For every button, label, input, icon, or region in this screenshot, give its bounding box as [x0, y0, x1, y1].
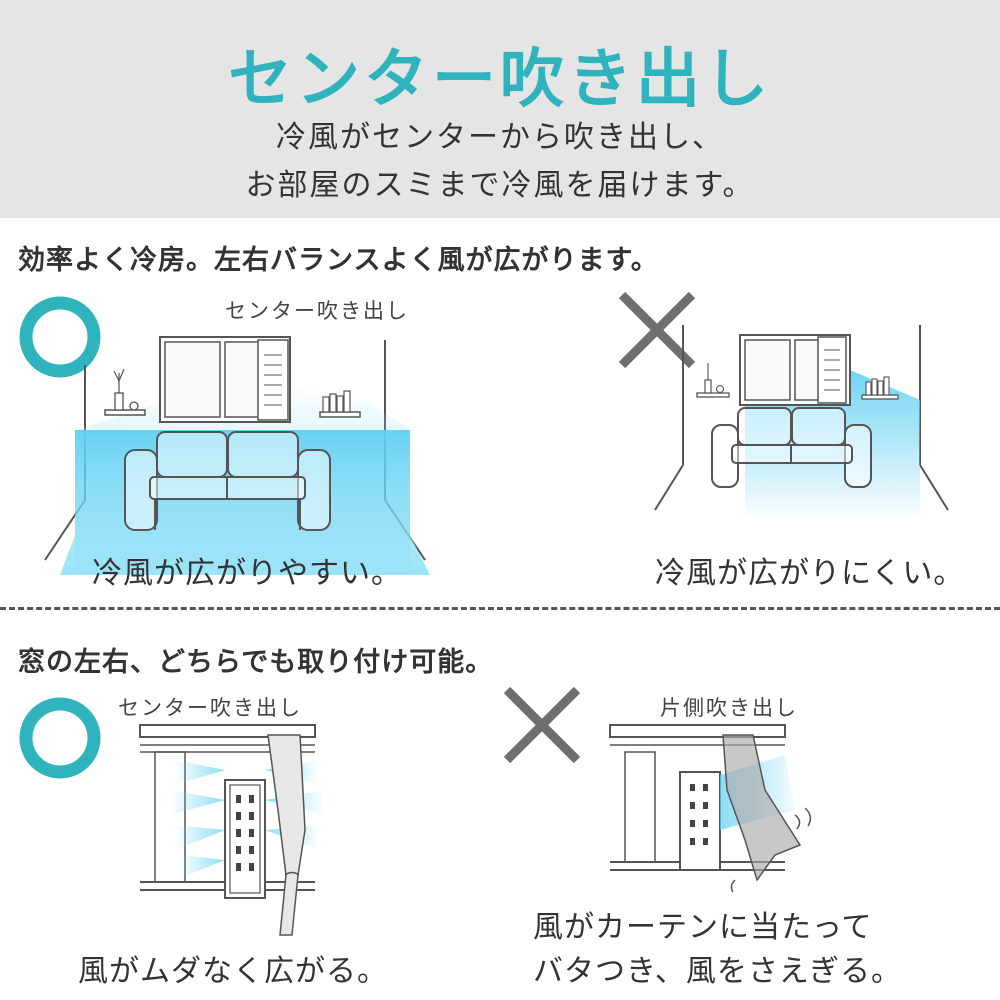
- bad-cross-icon-2: [503, 686, 581, 764]
- section2-good-illustration: [19, 697, 325, 936]
- bad-cross-icon: [618, 291, 696, 369]
- section2-good-caption: 風がムダなく広がる。: [78, 954, 388, 989]
- section1-good-illustration: [19, 296, 430, 575]
- section2-bad-caption-line-1: 風がカーテンに当たって: [533, 910, 873, 945]
- subtitle-line-1: 冷風がセンターから吹き出し、: [276, 120, 724, 155]
- section2-bad-illustration: [503, 686, 812, 893]
- section1-bad-caption: 冷風が広がりにくい。: [655, 556, 965, 591]
- section1-good-label: センター吹き出し: [225, 299, 409, 323]
- section2-bad-caption-line-2: バタつき、風をさえぎる。: [533, 954, 902, 989]
- page-title: センター吹き出し: [228, 43, 772, 117]
- section1-heading: 効率よく冷房。左右バランスよく風が広がります。: [18, 245, 659, 276]
- section-divider: [0, 607, 1000, 610]
- header-banner: センター吹き出し 冷風がセンターから吹き出し、 お部屋のスミまで冷風を届けます。: [0, 0, 1000, 218]
- good-circle-icon: [19, 296, 101, 378]
- section2-heading: 窓の左右、どちらでも取り付け可能。: [18, 647, 494, 678]
- section1-good-caption: 冷風が広がりやすい。: [92, 556, 402, 591]
- subtitle-line-2: お部屋のスミまで冷風を届けます。: [245, 168, 755, 203]
- section2-good-label: センター吹き出し: [118, 696, 302, 720]
- good-circle-icon-2: [19, 697, 101, 779]
- section1-bad-illustration: [618, 291, 949, 515]
- section2-bad-label: 片側吹き出し: [660, 696, 798, 720]
